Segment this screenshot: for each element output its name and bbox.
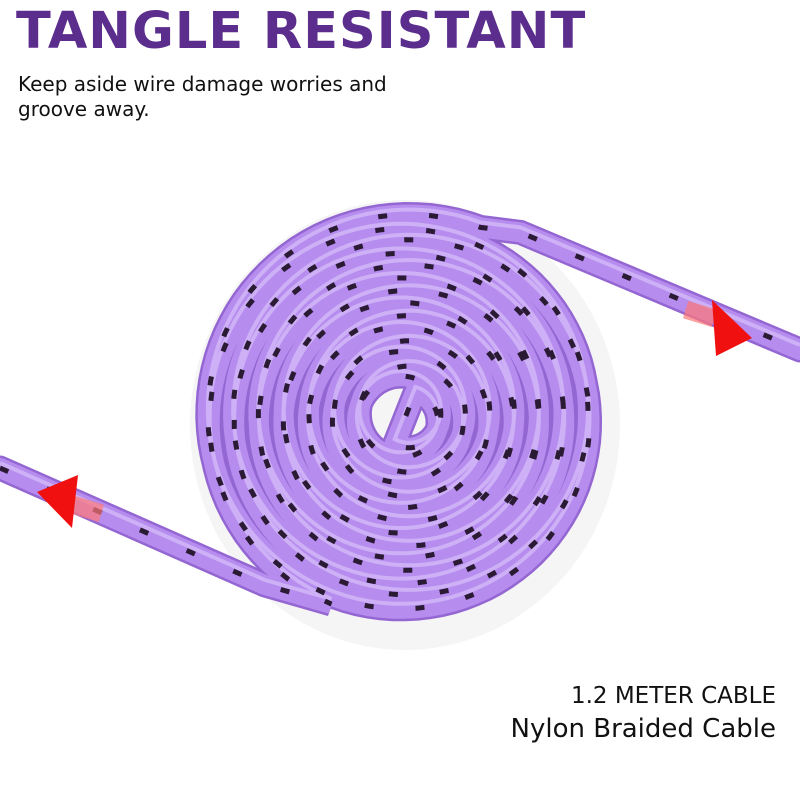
page-title: TANGLE RESISTANT [16,2,587,61]
arrow-left-icon [37,475,104,528]
cable-material: Nylon Braided Cable [510,714,776,744]
arrow-right-icon [683,300,752,356]
cable-black-tracers [0,211,800,612]
description: Keep aside wire damage worries and groov… [18,72,387,121]
cable-length: 1.2 METER CABLE [570,683,776,709]
